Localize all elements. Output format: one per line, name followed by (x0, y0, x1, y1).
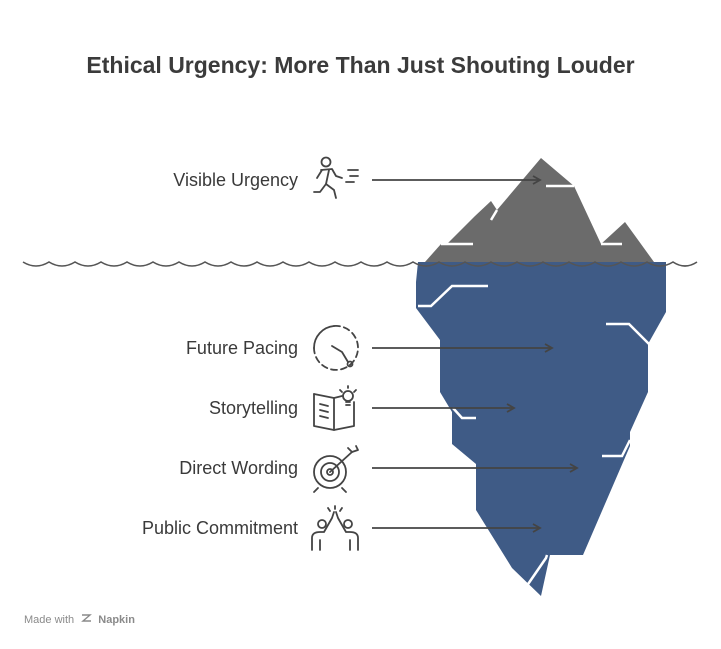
label-visible-urgency: Visible Urgency (173, 169, 298, 191)
label-future-pacing: Future Pacing (186, 337, 298, 359)
label-direct-wording: Direct Wording (179, 457, 298, 479)
label-public-commitment: Public Commitment (142, 517, 298, 539)
target-arrow-icon (314, 446, 358, 492)
napkin-logo-icon (81, 613, 92, 626)
iceberg-tip (425, 158, 654, 262)
made-with-footer[interactable]: Made with Napkin (24, 613, 135, 626)
running-person-icon (314, 158, 358, 199)
footer-prefix: Made with (24, 614, 74, 626)
clock-path-icon (314, 326, 358, 370)
book-lightbulb-icon (314, 386, 356, 430)
high-five-icon (312, 506, 358, 550)
label-storytelling: Storytelling (209, 397, 298, 419)
iceberg-submerged (416, 262, 666, 596)
footer-brand: Napkin (98, 614, 135, 626)
